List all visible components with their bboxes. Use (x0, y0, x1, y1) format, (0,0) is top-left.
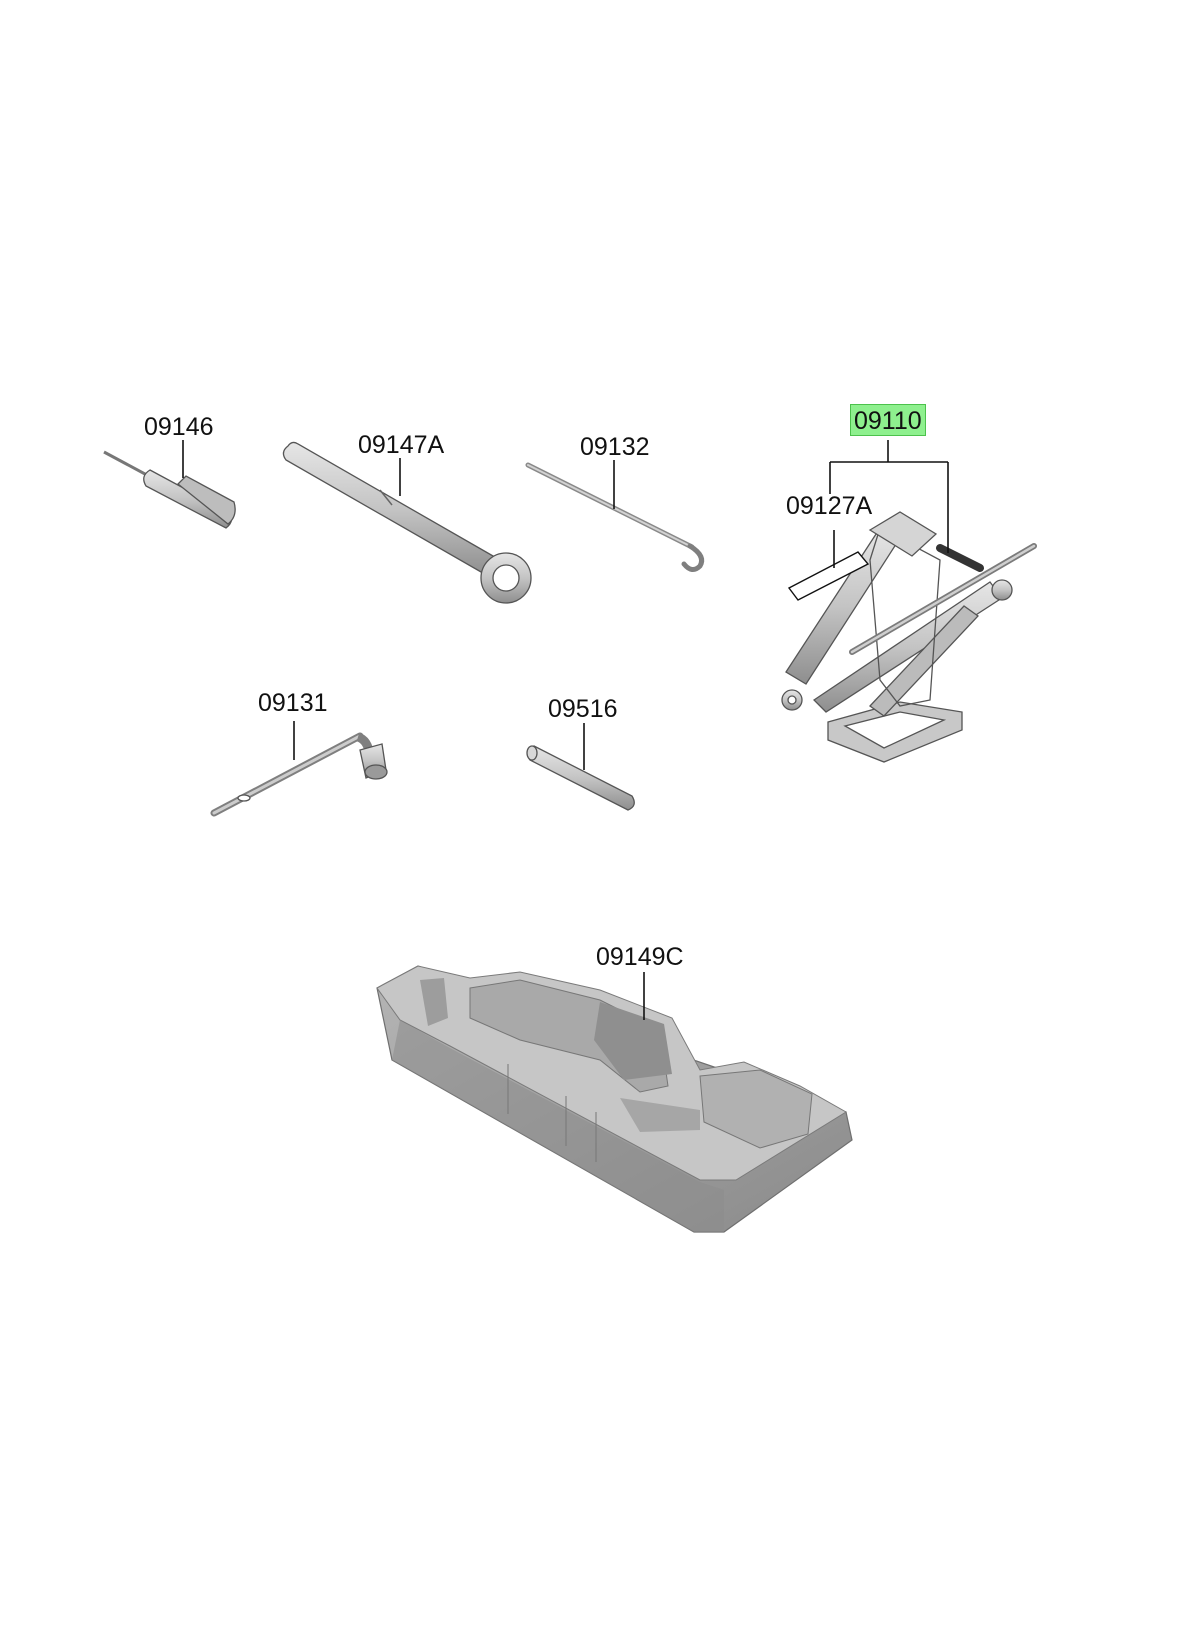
part-label-09110[interactable]: 09110 (850, 404, 926, 436)
part-label-09131[interactable]: 09131 (258, 689, 328, 717)
part-label-09516[interactable]: 09516 (548, 695, 618, 723)
part-label-09149C[interactable]: 09149C (596, 943, 684, 971)
wrench-handle-part[interactable] (282, 441, 532, 604)
part-label-09127A[interactable]: 09127A (786, 492, 873, 520)
jack-part[interactable] (781, 511, 1037, 763)
jack-label-part[interactable] (787, 551, 870, 601)
screwdriver-part[interactable] (103, 450, 236, 529)
extension-bar-part[interactable] (526, 745, 635, 811)
part-label-09147A[interactable]: 09147A (358, 431, 445, 459)
part-label-09146[interactable]: 09146 (144, 413, 214, 441)
hook-rod-part[interactable] (525, 462, 705, 572)
leader-09110 (829, 440, 949, 553)
part-label-09132[interactable]: 09132 (580, 433, 650, 461)
lug-wrench-part[interactable] (210, 732, 388, 817)
tool-tray-part[interactable] (376, 965, 853, 1233)
